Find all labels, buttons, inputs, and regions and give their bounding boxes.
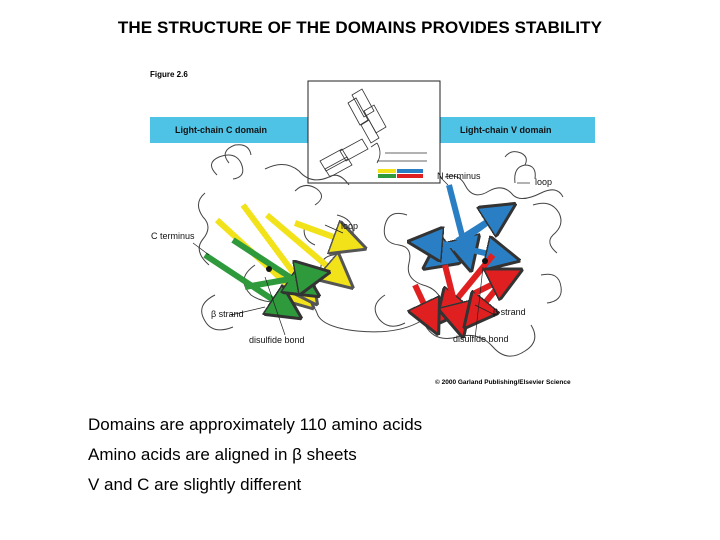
v-strand-blue-4: [425, 243, 476, 247]
label-disulfide-bond-v: disulfide bond: [453, 334, 509, 344]
header-light-chain-v-domain: Light-chain V domain: [460, 125, 552, 135]
v-domain-blue-strands: [425, 184, 503, 259]
disulfide-bond-c-dot: [266, 266, 272, 272]
inset-bar-red: [397, 174, 423, 178]
label-beta-strand-v: β strand: [493, 307, 526, 317]
ribbon-diagram: [150, 80, 595, 357]
header-band-v: [440, 117, 595, 143]
disulfide-bond-v-dot: [482, 258, 488, 264]
v-strand-blue-5: [466, 249, 503, 257]
v-strand-red-5: [415, 283, 431, 319]
label-beta-strand-c: β strand: [211, 309, 244, 319]
v-domain-coil: [374, 151, 564, 357]
header-light-chain-c-domain: Light-chain C domain: [175, 125, 267, 135]
label-n-terminus: N terminus: [437, 171, 481, 181]
c-domain-green-strands: [203, 237, 313, 309]
c-strand-yellow-4: [293, 223, 350, 243]
label-disulfide-bond-c: disulfide bond: [249, 335, 305, 345]
label-c-terminus: C terminus: [151, 231, 195, 241]
label-loop-v: loop: [535, 177, 553, 187]
v-strand-red-2: [445, 264, 459, 321]
slide-title: THE STRUCTURE OF THE DOMAINS PROVIDES ST…: [117, 18, 603, 37]
bullet-item: V and C are slightly different: [88, 475, 302, 494]
v-strand-blue-3: [455, 213, 501, 244]
bullet-item: Amino acids are aligned in β sheets: [88, 445, 357, 464]
c-strand-green-1: [203, 252, 287, 309]
figure-number: Figure 2.6: [150, 70, 188, 79]
header-band-c: [150, 117, 308, 143]
bullet-item: Domains are approximately 110 amino acid…: [88, 415, 423, 434]
copyright-notice: © 2000 Garland Publishing/Elsevier Scien…: [435, 379, 571, 386]
inset-bar-green: [378, 174, 396, 178]
bullet-list: Domains are approximately 110 amino acid…: [88, 412, 422, 502]
domain-structure-figure: Figure 2.6 Light-chain C domain Light-ch…: [145, 65, 600, 395]
inset-antibody-sketch: [319, 88, 427, 178]
inset-bar-blue: [397, 169, 423, 173]
label-loop-c: loop: [341, 221, 359, 231]
c-strand-green-3: [244, 275, 313, 287]
label-leader-lines: [192, 176, 530, 340]
inset-bar-yellow: [378, 169, 396, 173]
